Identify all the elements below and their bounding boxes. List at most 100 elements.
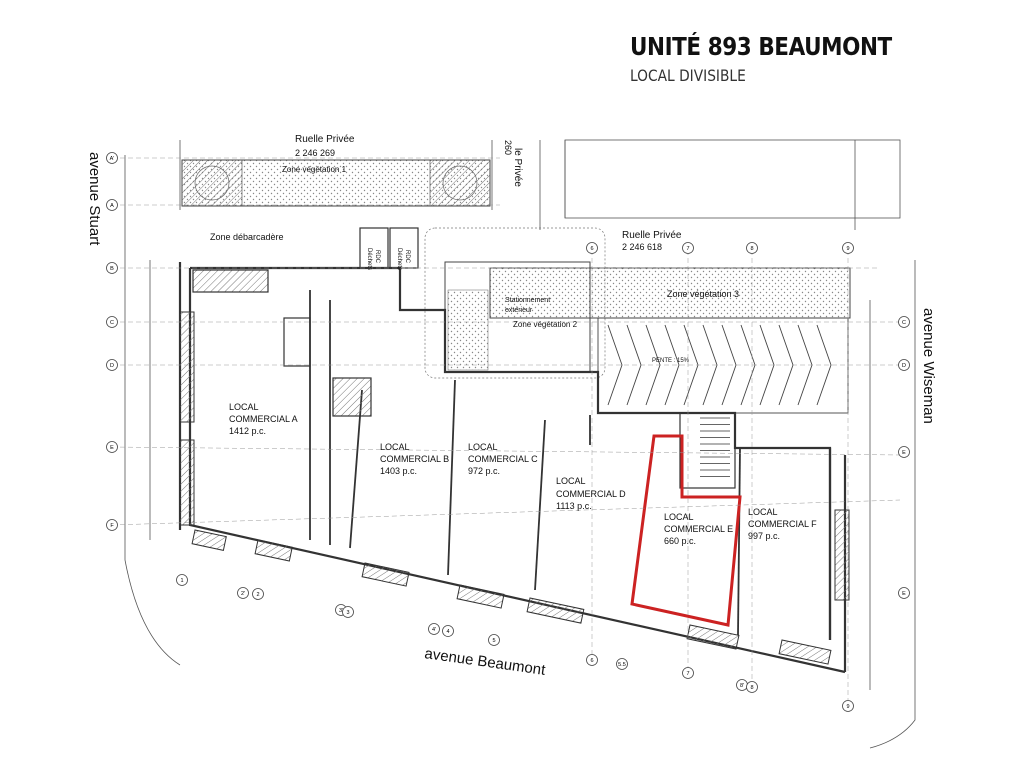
local-a-line2: COMMERCIAL A bbox=[229, 414, 298, 424]
grid-bubble-row: F bbox=[106, 519, 118, 531]
svg-text:E: E bbox=[902, 591, 906, 597]
grid-bubble-col: 6 bbox=[586, 242, 598, 254]
svg-text:F: F bbox=[110, 523, 114, 529]
ramp-chevron bbox=[607, 324, 623, 406]
grid-bubble-col: 7 bbox=[682, 667, 694, 679]
ruelle-2-lot: 2 246 618 bbox=[622, 242, 662, 252]
grid-bubble-col: 2 bbox=[252, 588, 264, 600]
svg-text:8': 8' bbox=[740, 683, 744, 689]
ramp bbox=[597, 317, 849, 414]
svg-text:1: 1 bbox=[180, 578, 183, 584]
svg-text:A: A bbox=[110, 203, 114, 209]
local-d-area: 1113 p.c. bbox=[556, 501, 592, 511]
local-b-line2: COMMERCIAL B bbox=[380, 454, 449, 464]
grid-lines bbox=[111, 157, 901, 700]
grid-bubble-col: 5.5 bbox=[616, 658, 628, 670]
grid-bubble-col: 6 bbox=[586, 654, 598, 666]
local-a[interactable]: LOCAL COMMERCIAL A 1412 p.c. bbox=[229, 402, 298, 436]
dechets-1-label: Déchets bbox=[366, 248, 372, 270]
svg-text:5: 5 bbox=[492, 638, 495, 644]
svg-text:9: 9 bbox=[846, 246, 849, 252]
zone-vegetation-1: Zone végétation 1 bbox=[282, 165, 347, 174]
svg-text:B: B bbox=[110, 266, 114, 272]
context-lines bbox=[124, 139, 916, 749]
street-beaumont: avenue Beaumont bbox=[423, 645, 547, 679]
local-c-area: 972 p.c. bbox=[468, 466, 500, 476]
neighbor-building bbox=[564, 139, 901, 219]
local-b-line1: LOCAL bbox=[380, 442, 410, 452]
grid-bubble-row: C bbox=[106, 316, 118, 328]
grid-bubble-col: 4 bbox=[442, 625, 454, 637]
grid-bubble-col: 1 bbox=[176, 574, 188, 586]
local-f-line1: LOCAL bbox=[748, 507, 778, 517]
parking-area bbox=[424, 227, 606, 379]
svg-text:7: 7 bbox=[686, 246, 689, 252]
grid-bubble-row: D bbox=[898, 359, 910, 371]
svg-text:C: C bbox=[902, 320, 906, 326]
local-c-line2: COMMERCIAL C bbox=[468, 454, 538, 464]
local-d[interactable]: LOCAL COMMERCIAL D 1113 p.c. bbox=[556, 476, 626, 511]
svg-text:C: C bbox=[110, 320, 114, 326]
street-stuart: avenue Stuart bbox=[86, 152, 103, 246]
grid-bubble-row: E bbox=[898, 446, 910, 458]
svg-text:A': A' bbox=[110, 156, 115, 162]
grid-bubble-row: A' bbox=[106, 152, 118, 164]
local-e[interactable]: LOCAL COMMERCIAL E 660 p.c. bbox=[664, 512, 733, 546]
grid-bubble-row: E bbox=[106, 441, 118, 453]
zone-debarcadere: Zone débarcadère bbox=[210, 232, 284, 242]
local-c-line1: LOCAL bbox=[468, 442, 498, 452]
svg-text:9: 9 bbox=[846, 704, 849, 710]
grid-bubble-col: 9 bbox=[842, 242, 854, 254]
local-a-area: 1412 p.c. bbox=[229, 426, 266, 436]
local-f-line2: COMMERCIAL F bbox=[748, 519, 817, 529]
ruelle-3-label: le Privée bbox=[512, 148, 523, 187]
local-e-line2: COMMERCIAL E bbox=[664, 524, 733, 534]
ruelle-1-label: Ruelle Privée bbox=[295, 134, 355, 145]
grid-bubble-col: 7 bbox=[682, 242, 694, 254]
zone-vegetation-2: Zone végétation 2 bbox=[513, 320, 578, 329]
svg-text:3: 3 bbox=[346, 610, 349, 616]
unit-e-highlight bbox=[630, 434, 742, 627]
zone-vegetation-3-area bbox=[489, 267, 851, 319]
svg-text:8: 8 bbox=[750, 685, 753, 691]
grid-bubble-row: E bbox=[898, 587, 910, 599]
grid-bubble-col: 9 bbox=[842, 700, 854, 712]
grid-bubble-row: B bbox=[106, 262, 118, 274]
svg-text:2: 2 bbox=[256, 592, 259, 598]
page-title: UNITÉ 893 BEAUMONT bbox=[630, 32, 892, 61]
local-b-area: 1403 p.c. bbox=[380, 466, 417, 476]
zone-vegetation-3: Zone végétation 3 bbox=[667, 289, 739, 299]
local-f-area: 997 p.c. bbox=[748, 531, 780, 541]
svg-text:D: D bbox=[902, 363, 906, 369]
local-a-line1: LOCAL bbox=[229, 402, 259, 412]
ruelle-1-lot: 2 246 269 bbox=[295, 148, 335, 158]
grid-bubble-col: 5 bbox=[488, 634, 500, 646]
dechets-1-rdc: RDC bbox=[374, 250, 380, 264]
dechets-2-label: Déchets bbox=[396, 248, 402, 270]
zone-stationnement-1: Stationnement bbox=[505, 297, 550, 304]
local-b[interactable]: LOCAL COMMERCIAL B 1403 p.c. bbox=[380, 442, 449, 476]
svg-text:E: E bbox=[110, 445, 114, 451]
grid-bubble-col: 2' bbox=[237, 587, 249, 599]
grid-bubble-col: 8' bbox=[736, 679, 748, 691]
ruelle-2-label: Ruelle Privée bbox=[622, 230, 682, 241]
service-rooms bbox=[192, 227, 736, 489]
svg-text:5.5: 5.5 bbox=[618, 662, 626, 668]
storefront-windows bbox=[179, 311, 850, 665]
local-d-line1: LOCAL bbox=[556, 476, 586, 486]
svg-text:E: E bbox=[902, 450, 906, 456]
title-block: UNITÉ 893 BEAUMONT LOCAL DIVISIBLE bbox=[630, 32, 934, 86]
grid-bubble-row: A bbox=[106, 199, 118, 211]
local-c[interactable]: LOCAL COMMERCIAL C 972 p.c. bbox=[468, 442, 538, 476]
svg-text:3': 3' bbox=[339, 608, 343, 614]
grid-bubble-row: D bbox=[106, 359, 118, 371]
svg-text:4': 4' bbox=[432, 627, 436, 633]
svg-text:6: 6 bbox=[590, 246, 593, 252]
ramp-chevron bbox=[759, 324, 775, 406]
zone-vegetation-1-area bbox=[181, 159, 491, 207]
grid-bubble-col: 3 bbox=[342, 606, 354, 618]
local-f[interactable]: LOCAL COMMERCIAL F 997 p.c. bbox=[748, 507, 817, 541]
grid-bubble-col: 4' bbox=[428, 623, 440, 635]
